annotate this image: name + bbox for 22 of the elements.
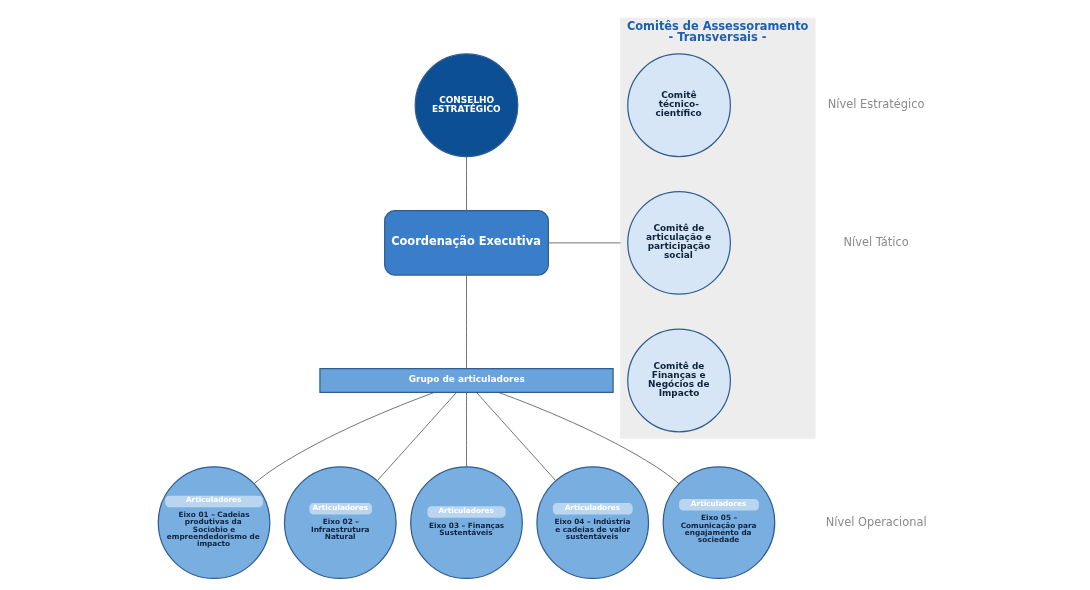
connector xyxy=(547,242,621,244)
connector xyxy=(465,274,467,369)
node-box: Grupo de articuladores xyxy=(318,368,614,393)
node-circle: Comitê de Finanças e Negócios de Impacto xyxy=(626,328,731,433)
connector xyxy=(497,392,679,484)
node-circle: Comitê de articulação e participação social xyxy=(626,190,731,295)
node-circle: Articuladores Eixo 01 – Cadeias produtivas da Sociobio e empreendedorismo de impacto xyxy=(157,466,270,579)
node-circle: Articuladores Eixo 04 – Indústria e cadeias de valor sustentáveis xyxy=(535,466,649,579)
node-circle: Articuladores Eixo 05 – Comunicação para engajamento da sociedade xyxy=(662,466,775,579)
label: Nível Estratégico xyxy=(827,97,924,112)
node-circle: Articuladores Eixo 02 – Infraestrutura Natural xyxy=(283,466,397,579)
node-box: Coordenação Executiva xyxy=(383,210,549,276)
connector xyxy=(475,391,556,481)
node-circle: CONSELHO ESTRATÉGICO xyxy=(414,53,518,158)
label: Nível Operacional xyxy=(825,514,927,529)
connector xyxy=(465,391,467,467)
connector xyxy=(465,156,467,211)
connector xyxy=(253,392,435,484)
node-circle: Comitê técnico-científico xyxy=(626,53,731,158)
connector xyxy=(376,391,457,481)
label: Nível Tático xyxy=(843,234,909,249)
node-circle: Articuladores Eixo 03 – Finanças Sustentáveis xyxy=(409,466,523,579)
